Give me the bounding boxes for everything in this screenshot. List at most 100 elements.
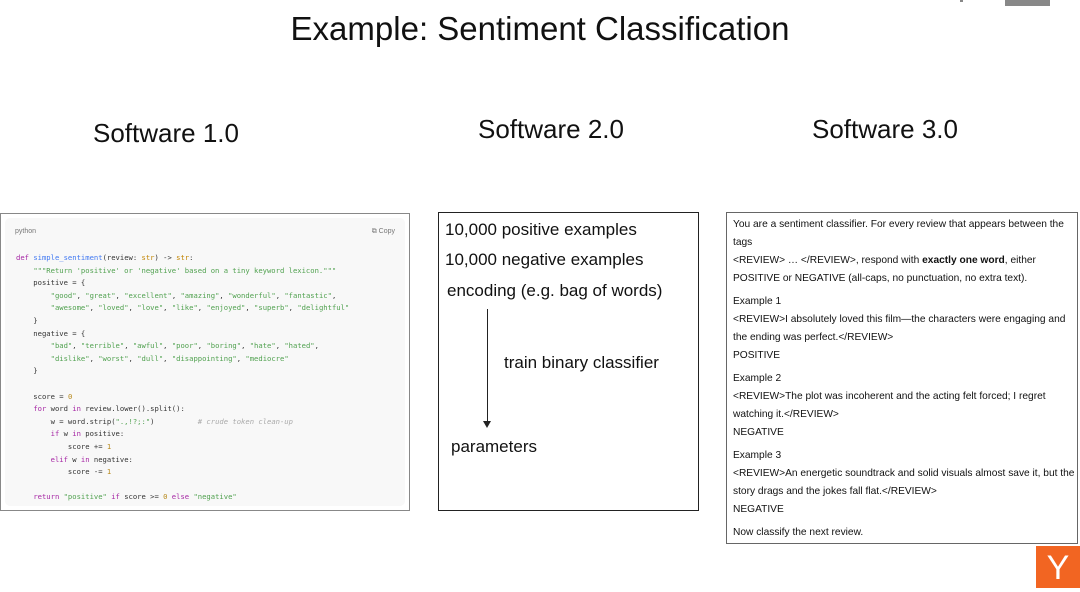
code-token: "bad" <box>50 341 73 351</box>
code-token: , <box>331 290 337 300</box>
code-token: , <box>124 341 133 351</box>
code-token <box>16 455 51 464</box>
code-token: , <box>275 341 285 351</box>
code-token: elif <box>50 454 68 464</box>
code-token <box>16 404 33 413</box>
code-token: "fantastic" <box>284 290 332 300</box>
example-2-review: <REVIEW>The plot was incoherent and the … <box>733 391 1046 420</box>
example-1-review: <REVIEW>I absolutely loved this film—the… <box>733 314 1066 343</box>
code-token: for <box>33 404 47 414</box>
code-token: w <box>67 454 81 464</box>
code-token: def <box>16 253 34 262</box>
code-line: w = word.strip(".,!?;:") # crude token c… <box>16 416 349 429</box>
top-bar-fragment <box>1005 0 1050 6</box>
code-token: , <box>197 341 207 351</box>
code-token: w <box>59 429 73 439</box>
code-token: "awful" <box>132 341 164 351</box>
code-token: score >= <box>119 492 164 502</box>
code-token: score -= <box>16 467 107 477</box>
code-token: if <box>106 492 120 502</box>
code-line: negative = { <box>16 328 349 341</box>
code-line: positive = { <box>16 277 349 290</box>
code-token: , <box>314 341 319 351</box>
code-token: "loved" <box>98 303 129 313</box>
code-token: 0 <box>67 391 73 401</box>
code-token: in <box>72 429 81 439</box>
code-token: return <box>33 492 64 502</box>
code-token: , <box>163 353 172 363</box>
code-token: "like" <box>171 303 198 313</box>
code-token: , <box>89 303 99 313</box>
example-2-answer: NEGATIVE <box>733 427 784 438</box>
code-token: , <box>115 290 125 300</box>
code-token: positive = { <box>16 278 86 288</box>
code-token: , <box>241 341 250 351</box>
code-token: , <box>245 303 255 313</box>
negative-examples: 10,000 negative examples <box>445 250 644 269</box>
code-line: score -= 1 <box>16 466 349 479</box>
parameters-step: parameters <box>451 437 537 456</box>
slide-title: Example: Sentiment Classification <box>290 10 790 47</box>
code-token: "amazing" <box>180 290 220 300</box>
code-lines: def simple_sentiment(review: str) -> str… <box>16 252 349 504</box>
code-token: "superb" <box>254 303 289 313</box>
code-token: "dislike" <box>50 353 90 363</box>
code-token: else <box>167 492 194 502</box>
code-token: "hate" <box>249 341 276 351</box>
code-token: 1 <box>106 441 112 451</box>
copy-icon: ⧉ <box>371 228 379 235</box>
code-token: "enjoyed" <box>206 303 246 313</box>
code-token <box>16 266 33 275</box>
code-token: "awesome" <box>50 303 90 313</box>
code-line: "dislike", "worst", "dull", "disappointi… <box>16 353 349 366</box>
prompt-intro-3: POSITIVE or NEGATIVE (all-caps, no punct… <box>733 273 1028 284</box>
code-token: , <box>89 353 99 363</box>
code-token: str <box>141 253 155 262</box>
code-token <box>16 291 51 300</box>
example-1-label: Example 1 <box>733 296 782 307</box>
code-token: "dull" <box>137 353 164 363</box>
code-token: , <box>128 353 138 363</box>
code-token: , <box>236 353 246 363</box>
software-3-prompt-box: You are a sentiment classifier. For ever… <box>726 212 1078 544</box>
code-token: "wonderful" <box>228 290 276 300</box>
code-token: , <box>288 303 298 313</box>
prompt-intro-2: <REVIEW> … </REVIEW>, respond with exact… <box>733 255 1036 266</box>
code-token: if <box>50 429 60 439</box>
heading-software-2: Software 2.0 <box>478 114 624 144</box>
code-token: "excellent" <box>124 290 172 300</box>
encoding-step: encoding (e.g. bag of words) <box>447 281 663 300</box>
code-token: word <box>46 404 73 414</box>
code-token: "love" <box>137 303 164 313</box>
example-2-label: Example 2 <box>733 373 782 384</box>
y-combinator-logo: Y <box>1036 546 1080 588</box>
code-token: , <box>171 290 181 300</box>
code-token: , <box>163 341 172 351</box>
arrow-line <box>487 309 488 425</box>
code-block: python ⧉ Copy def simple_sentiment(revie… <box>0 213 410 511</box>
code-token: in <box>80 454 90 464</box>
code-token: , <box>76 290 86 300</box>
copy-button[interactable]: ⧉ Copy <box>372 228 395 236</box>
heading-software-1: Software 1.0 <box>93 118 239 148</box>
code-token <box>16 429 51 438</box>
code-line: "good", "great", "excellent", "amazing",… <box>16 290 349 303</box>
code-token: negative = { <box>16 328 86 338</box>
code-token: , <box>197 303 207 313</box>
code-token: , <box>219 290 229 300</box>
code-token: "good" <box>50 290 77 300</box>
code-token: "boring" <box>206 341 242 351</box>
code-token: , <box>163 303 172 313</box>
code-token: 1 <box>106 467 112 477</box>
code-line: if w in positive: <box>16 428 349 441</box>
copy-label: Copy <box>378 228 395 235</box>
code-token: """Return 'positive' or 'negative' based… <box>33 265 337 275</box>
code-token: in <box>72 404 81 414</box>
code-line: "awesome", "loved", "love", "like", "enj… <box>16 302 350 315</box>
code-line: def simple_sentiment(review: str) -> str… <box>16 252 349 265</box>
code-token: "positive" <box>63 492 107 502</box>
code-line: return "positive" if score >= 0 else "ne… <box>16 491 349 504</box>
code-token: "negative" <box>193 492 237 502</box>
code-line: elif w in negative: <box>16 454 349 467</box>
code-line <box>16 479 349 492</box>
